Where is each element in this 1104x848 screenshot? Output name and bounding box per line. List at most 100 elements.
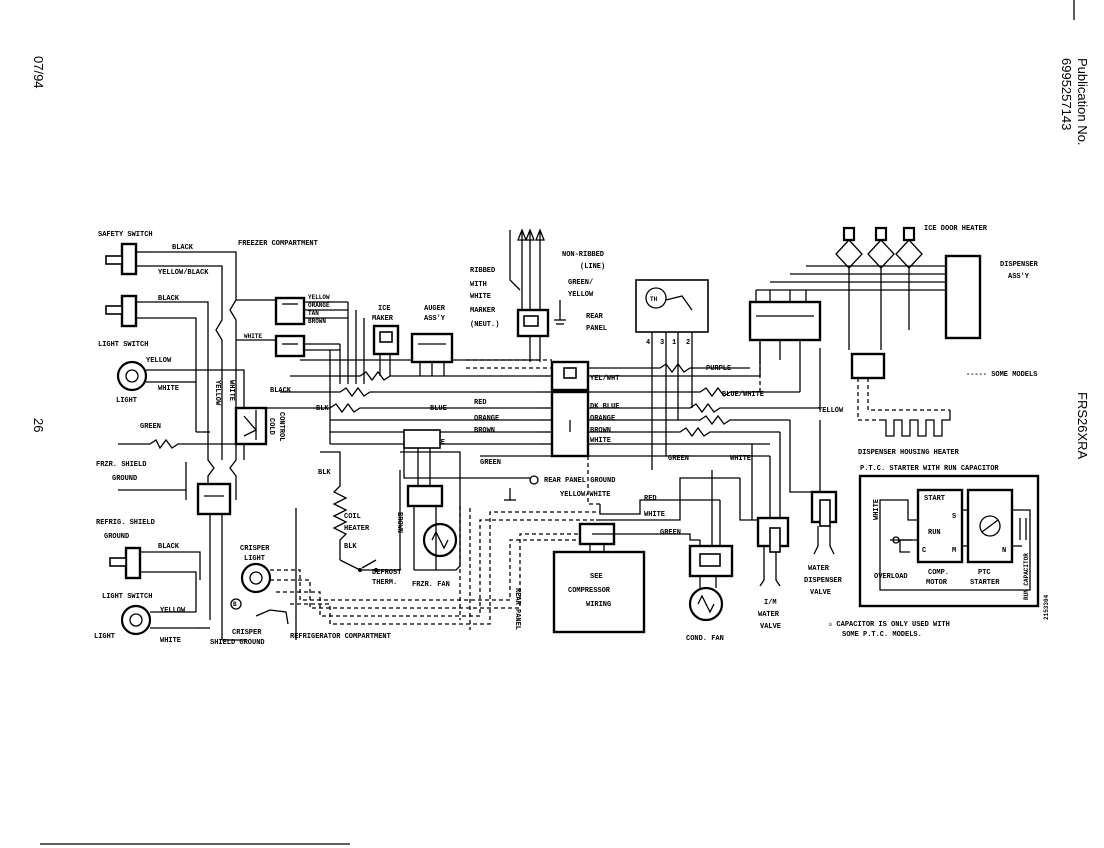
label-safety-switch: SAFETY SWITCH: [98, 231, 153, 239]
label-orange: ORANGE: [474, 415, 499, 423]
label-light-switch-bottom: LIGHT SWITCH: [102, 593, 152, 601]
label-overload: OVERLOAD: [874, 573, 908, 581]
label-refrigerator-compartment: REFRIGERATOR COMPARTMENT: [290, 633, 391, 641]
label-coil: COIL: [344, 513, 361, 521]
auger-assembly: [410, 332, 454, 376]
label-rear-1: REAR: [586, 313, 604, 321]
label-brown-small: BROWN: [308, 318, 326, 325]
safety-switch: [105, 242, 150, 276]
label-white-r2: WHITE: [730, 455, 751, 463]
ptc-starter-panel: [858, 474, 1040, 608]
label-see: SEE: [590, 573, 603, 581]
label-compressor: COMPRESSOR: [568, 587, 611, 595]
label-red: RED: [474, 399, 487, 407]
label-white-bottom: WHITE: [160, 637, 181, 645]
label-crisper-light-1: CRISPER: [240, 545, 270, 553]
label-m-pin: M: [952, 547, 956, 555]
label-white-v: WHITE: [227, 380, 235, 401]
label-blue: BLUE: [430, 405, 447, 413]
frzr-shield-ground: [118, 438, 240, 450]
label-crisper-shield-1: CRISPER: [232, 629, 262, 637]
svg-text:B: B: [233, 601, 237, 608]
label-capacitor-note-1: ✰ CAPACITOR IS ONLY USED WITH: [828, 621, 950, 629]
cond-fan: [688, 470, 734, 622]
rear-panel-ground: [476, 475, 539, 501]
label-blk-1: BLK: [316, 405, 329, 413]
light-switch-bottom: [109, 546, 168, 580]
publication-number: 6995257143: [1059, 58, 1074, 130]
label-fig-id: 2153304: [1043, 594, 1050, 620]
label-ptc-title: P.T.C. STARTER WITH RUN CAPACITOR: [860, 465, 999, 473]
label-dispenser-housing-heater: DISPENSER HOUSING HEATER: [858, 449, 960, 457]
label-white-r: WHITE: [590, 437, 611, 445]
label-green-2: GREEN: [660, 529, 681, 537]
label-white-ptc: WHITE: [873, 499, 881, 520]
label-ribbed-white: WHITE: [470, 293, 491, 301]
label-pin-3: 3: [660, 339, 664, 347]
central-junction: [466, 336, 590, 458]
label-refrig-shield: REFRIG. SHIELD: [96, 519, 155, 527]
label-pin-4: 4: [646, 339, 650, 347]
label-auger-assy: ASS'Y: [424, 315, 446, 323]
frzr-fan: [400, 429, 476, 571]
ice-door-heater: [835, 226, 923, 350]
label-green-left: GREEN: [140, 423, 161, 431]
label-control: CONTROL: [277, 412, 285, 441]
label-therm: THERM.: [372, 579, 397, 587]
label-tan-small: TAN: [308, 310, 319, 317]
label-crisper-shield-2: SHIELD GROUND: [210, 639, 265, 647]
label-brown-r: BROWN: [590, 427, 611, 435]
label-ice: ICE: [378, 305, 391, 313]
label-brown-v: BROWN: [395, 512, 403, 533]
label-comp: COMP.: [928, 569, 949, 577]
refrigerator-harness: [270, 456, 600, 630]
label-orange-r: ORANGE: [590, 415, 615, 423]
label-black-1: BLACK: [172, 244, 194, 252]
label-white-mid: WHITE: [244, 333, 262, 340]
label-brown: BROWN: [474, 427, 495, 435]
publication-label: Publication No.: [1075, 58, 1090, 145]
right-junction-wires: [480, 340, 821, 457]
label-rear-panel-ground: REAR PANEL GROUND: [544, 477, 615, 485]
label-dispenser-assy: ASS'Y: [1008, 273, 1030, 281]
label-water-valve: VALVE: [810, 589, 831, 597]
label-panel-1: PANEL: [586, 325, 607, 333]
label-rear-panel-v: REAR PANEL: [513, 588, 521, 630]
label-yellow-top: YELLOW: [146, 357, 172, 365]
label-non-ribbed: NON-RIBBED: [562, 251, 604, 259]
label-frzr-fan: FRZR. FAN: [412, 581, 450, 589]
label-auger: AUGER: [424, 305, 446, 313]
label-black-3: BLACK: [158, 543, 180, 551]
label-yellow-white: YELLOW/WHITE: [560, 491, 610, 499]
label-ribbed-with: WITH: [470, 281, 487, 289]
label-cold: COLD: [267, 418, 275, 435]
crisper-light: B: [230, 562, 272, 610]
dispenser-assembly: [944, 254, 982, 340]
label-black-2: BLACK: [158, 295, 180, 303]
compressor-wiring-box: [552, 477, 740, 634]
left-bus-wires: [150, 251, 297, 641]
light-switch-top: [105, 294, 160, 328]
label-green-yellow-2: YELLOW: [568, 291, 594, 299]
label-white-top: WHITE: [158, 385, 179, 393]
label-ground-1: GROUND: [112, 475, 137, 483]
label-start: START: [924, 495, 945, 503]
label-im-water: WATER: [758, 611, 780, 619]
cold-control: [234, 406, 268, 446]
label-freezer-compartment: FREEZER COMPARTMENT: [238, 240, 318, 248]
label-light-bottom: LIGHT: [94, 633, 115, 641]
label-yel-wht: YEL/WHT: [590, 375, 619, 383]
label-capacitor-note-2: SOME P.T.C. MODELS.: [842, 631, 922, 639]
light-bulb-top: [116, 360, 182, 392]
label-motor: MOTOR: [926, 579, 948, 587]
label-green-r: GREEN: [668, 455, 689, 463]
label-green-yellow-1: GREEN/: [568, 279, 593, 287]
label-starter: STARTER: [970, 579, 1000, 587]
label-yellow-small: YELLOW: [308, 294, 330, 301]
label-red-2: RED: [644, 495, 657, 503]
label-white-2: WHITE: [644, 511, 665, 519]
label-s-pin: S: [952, 513, 956, 521]
power-cord: [509, 228, 566, 338]
label-frzr-shield: FRZR. SHIELD: [96, 461, 146, 469]
